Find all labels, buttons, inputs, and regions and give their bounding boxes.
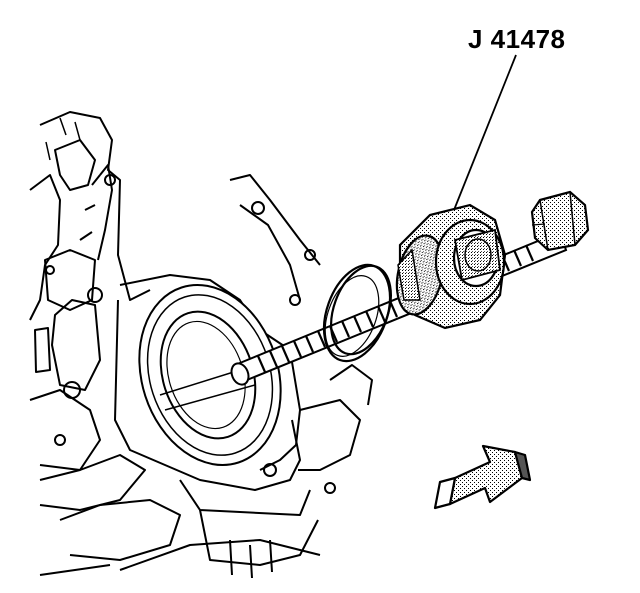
- rear-main-seal: [322, 263, 392, 363]
- engine-block: [29, 111, 321, 576]
- pull-direction-arrow-icon: [433, 444, 532, 510]
- threaded-shaft: [230, 230, 568, 386]
- seal-bore: [138, 284, 282, 466]
- tool-number-label: J 41478: [468, 24, 566, 54]
- forcing-bolt-head: [530, 190, 590, 252]
- callout-leader-line: [453, 54, 517, 211]
- installer-tool-body: [395, 203, 507, 330]
